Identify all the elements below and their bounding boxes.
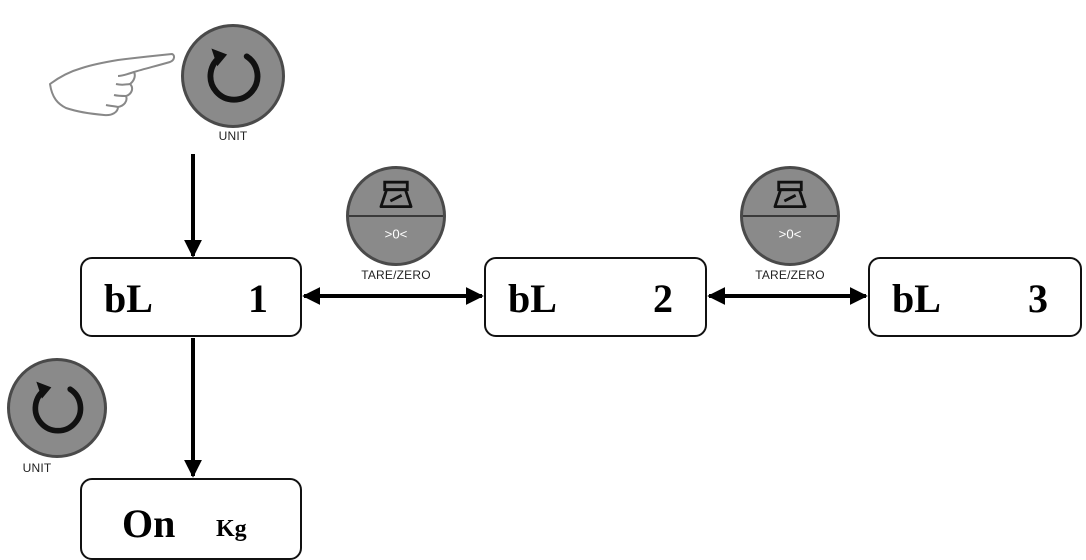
display-bl-1-label: bL bbox=[104, 276, 153, 321]
tare-symbol-label: >0< bbox=[385, 227, 408, 242]
weight-icon: >0< bbox=[743, 180, 837, 242]
display-bl-3: bL 3 bbox=[868, 257, 1082, 337]
rotate-arrow-icon bbox=[207, 48, 261, 103]
display-bl-3-label: bL bbox=[892, 276, 941, 321]
pointing-hand-icon bbox=[49, 53, 176, 117]
tare-zero-button-2-caption: TARE/ZERO bbox=[755, 268, 825, 282]
unit-button-left[interactable] bbox=[7, 358, 107, 458]
display-bl-1: bL 1 bbox=[80, 257, 302, 337]
display-on-unit: Kg bbox=[216, 516, 247, 542]
display-bl-2: bL 2 bbox=[484, 257, 707, 337]
tare-zero-button-2[interactable]: >0< bbox=[740, 166, 840, 266]
tare-zero-button-1-caption: TARE/ZERO bbox=[361, 268, 431, 282]
display-bl-3-value: 3 bbox=[1028, 276, 1048, 321]
display-bl-2-value: 2 bbox=[653, 276, 673, 321]
tare-symbol-label: >0< bbox=[779, 227, 802, 242]
display-bl-2-label: bL bbox=[508, 276, 557, 321]
display-on: On Kg bbox=[80, 478, 302, 560]
weight-icon: >0< bbox=[349, 180, 443, 242]
rotate-arrow-icon bbox=[32, 381, 84, 434]
unit-button-left-caption: UNIT bbox=[22, 461, 52, 475]
unit-button-top[interactable] bbox=[181, 24, 285, 128]
display-bl-1-value: 1 bbox=[248, 276, 268, 321]
display-on-label: On bbox=[122, 501, 176, 546]
tare-zero-button-1[interactable]: >0< bbox=[346, 166, 446, 266]
unit-button-top-caption: UNIT bbox=[218, 129, 248, 143]
